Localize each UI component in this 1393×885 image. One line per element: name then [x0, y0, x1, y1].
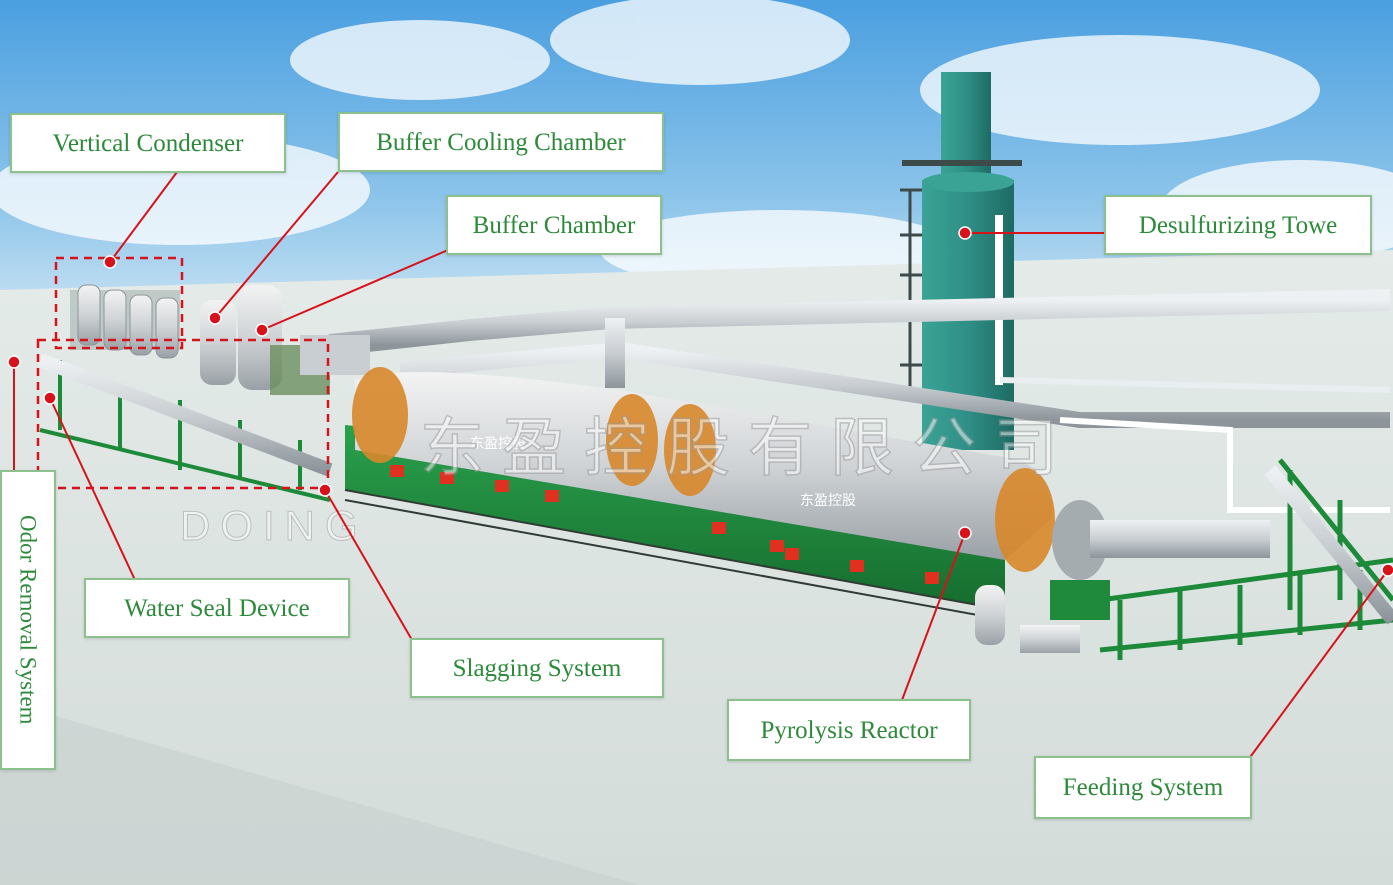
label-feeding-system: Feeding System: [1034, 756, 1252, 819]
highlight-boxes: [36, 256, 330, 490]
overhead-pipes: [328, 289, 1391, 513]
label-odor-removal-system: Odor Removal System: [0, 470, 56, 770]
label-water-seal-device: Water Seal Device: [84, 578, 350, 638]
watermark-brand-cn: 东盈控股有限公司: [420, 412, 1076, 486]
reactor-logo: 东盈控股: [470, 436, 526, 452]
watermark-brand-en: DOING: [180, 502, 368, 549]
watermark: DOING 东盈控股有限公司: [180, 411, 1076, 549]
platform-front: [0, 700, 640, 885]
label-vertical-condenser: Vertical Condenser: [10, 113, 286, 173]
label-slagging-system: Slagging System: [410, 638, 664, 698]
reactor-drive: [975, 500, 1270, 653]
reactor-logo-2: 东盈控股: [800, 493, 856, 509]
label-buffer-chamber: Buffer Chamber: [446, 195, 662, 255]
pyrolysis-reactor: 东盈控股 东盈控股: [344, 367, 1055, 621]
feeding-system: [1099, 458, 1393, 660]
label-pyrolysis-reactor: Pyrolysis Reactor: [727, 699, 971, 761]
label-buffer-cooling-chamber: Buffer Cooling Chamber: [338, 112, 664, 172]
leader-lines: [13, 167, 1389, 761]
label-desulfurizing-tower: Desulfurizing Towe: [1104, 195, 1372, 255]
leader-dots: [7, 226, 1393, 577]
